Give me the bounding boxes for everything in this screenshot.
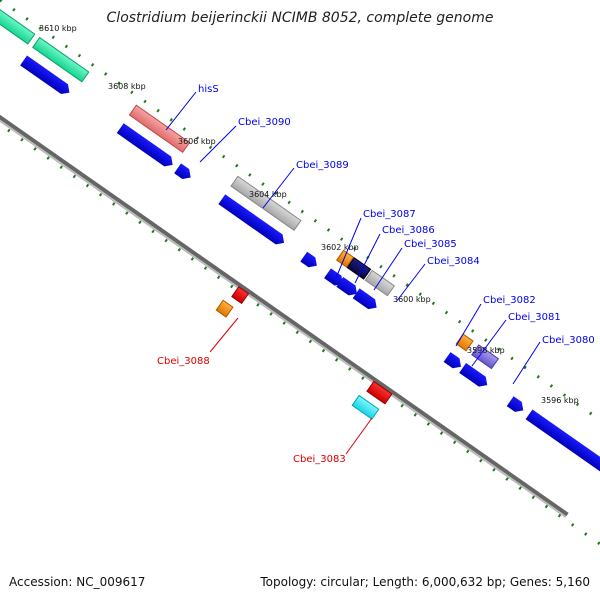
red-feature-1[interactable] xyxy=(231,286,250,305)
gene-label-cbei-3082[interactable]: Cbei_3082 xyxy=(483,295,536,306)
cbei-3089-feature[interactable] xyxy=(230,175,302,232)
hisS-feature[interactable] xyxy=(128,104,191,154)
green-feature-1[interactable] xyxy=(0,1,36,45)
accession-text: Accession: NC_009617 xyxy=(9,575,145,589)
blue-cds-11[interactable] xyxy=(459,362,490,390)
gene-label-cbei-3083[interactable]: Cbei_3083 xyxy=(293,454,346,465)
inner-tick-track xyxy=(7,128,600,546)
cbei-3088-feature[interactable] xyxy=(215,299,234,318)
blue-cds-6[interactable] xyxy=(300,251,320,271)
blue-cds-9[interactable] xyxy=(352,288,380,312)
gene-label-hisS[interactable]: hisS xyxy=(198,84,219,95)
blue-cds-3[interactable] xyxy=(116,123,176,170)
gene-label-cbei-3089[interactable]: Cbei_3089 xyxy=(296,160,349,171)
backbone xyxy=(0,77,569,518)
blue-cds-4[interactable] xyxy=(174,163,194,182)
scale-label-3606: 3606 kbp xyxy=(178,137,216,146)
gene-label-cbei-3088[interactable]: Cbei_3088 xyxy=(157,356,210,367)
blue-cds-7[interactable] xyxy=(324,268,346,288)
scale-label-3598: 3598 kbp xyxy=(467,346,505,355)
genome-stats-text: Topology: circular; Length: 6,000,632 bp… xyxy=(259,575,590,589)
scale-label-3596: 3596 kbp xyxy=(541,396,579,405)
red-feature-2[interactable] xyxy=(366,380,393,405)
scale-label-3604: 3604 kbp xyxy=(249,190,287,199)
green-feature-2[interactable] xyxy=(32,36,90,83)
scale-label-3608: 3608 kbp xyxy=(108,82,146,91)
label-leaders-blue xyxy=(165,91,541,385)
cbei-3086-feature[interactable] xyxy=(346,257,372,280)
label-leaders-red xyxy=(209,317,373,455)
gene-label-cbei-3090[interactable]: Cbei_3090 xyxy=(238,117,291,128)
blue-cds-12[interactable] xyxy=(506,396,527,415)
blue-cds-10[interactable] xyxy=(443,352,465,372)
scale-label-3600: 3600 kbp xyxy=(393,295,431,304)
map-title: Clostridium beijerinckii NCIMB 8052, com… xyxy=(107,10,494,26)
blue-cds-5[interactable] xyxy=(218,194,287,247)
cbei-3083-feature[interactable] xyxy=(351,394,380,420)
gene-label-cbei-3085[interactable]: Cbei_3085 xyxy=(404,239,457,250)
cbei-3081-feature[interactable] xyxy=(471,344,500,370)
gene-label-cbei-3081[interactable]: Cbei_3081 xyxy=(508,312,561,323)
cbei-3085-feature[interactable] xyxy=(364,269,396,297)
blue-cds-13[interactable] xyxy=(525,409,600,479)
scale-label-3602: 3602 kbp xyxy=(321,243,359,252)
gene-label-cbei-3086[interactable]: Cbei_3086 xyxy=(382,225,435,236)
blue-cds-8[interactable] xyxy=(336,276,360,299)
gene-label-cbei-3080[interactable]: Cbei_3080 xyxy=(542,335,595,346)
blue-cds-2[interactable] xyxy=(20,55,73,98)
outer-tick-track xyxy=(0,0,600,422)
gene-label-cbei-3087[interactable]: Cbei_3087 xyxy=(363,209,416,220)
scale-label-3610: 3610 kbp xyxy=(39,24,77,33)
gene-label-cbei-3084[interactable]: Cbei_3084 xyxy=(427,256,480,267)
